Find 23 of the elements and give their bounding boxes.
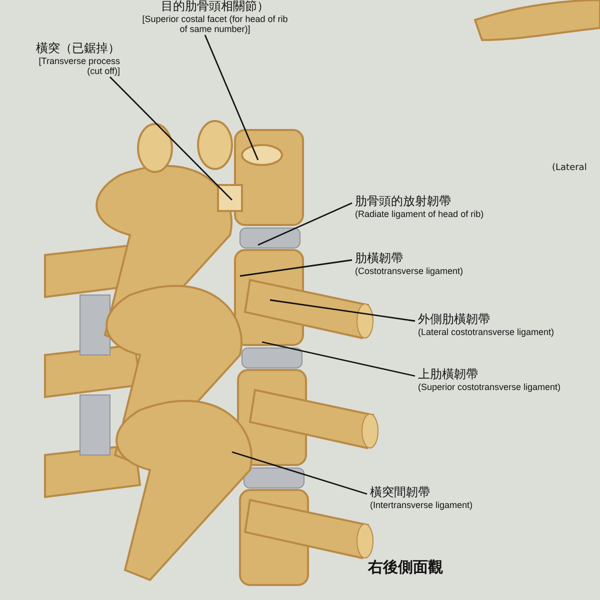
leader-line <box>258 202 352 246</box>
english-label: (Intertransverse ligament) <box>370 500 474 510</box>
view-caption: 右後側面觀 <box>368 558 443 577</box>
leader-line <box>270 299 416 322</box>
chinese-label: 外側肋橫韌帶 <box>418 313 491 327</box>
chinese-label: 橫突間韌帶 <box>370 486 431 500</box>
english-label: (Lateral costotransverse ligament) <box>418 326 556 338</box>
english-label: [Transverse process (cut off)] <box>38 56 120 76</box>
leader-line <box>204 34 259 160</box>
english-label: (Radiate ligament of head of rib) <box>355 208 485 220</box>
chinese-label: 目的肋骨頭相關節） <box>160 0 270 14</box>
english-label: (Costotransverse ligament) <box>355 266 464 276</box>
leader-line <box>262 341 416 377</box>
leader-line <box>110 76 232 200</box>
chinese-label: 肋橫韌帶 <box>355 252 404 266</box>
partial-label: (Lateral <box>552 163 587 173</box>
english-label: [Superior costal facet (for head of rib of same number)] <box>141 14 289 34</box>
leader-line <box>240 259 352 277</box>
english-label: (Superior costotransverse ligament) <box>418 382 562 392</box>
leader-line <box>232 451 368 495</box>
chinese-label: 上肋橫韌帶 <box>418 368 479 382</box>
chinese-label: 肋骨頭的放射韌帶 <box>355 195 452 209</box>
chinese-label: 橫突（已鋸掉） <box>35 42 120 56</box>
